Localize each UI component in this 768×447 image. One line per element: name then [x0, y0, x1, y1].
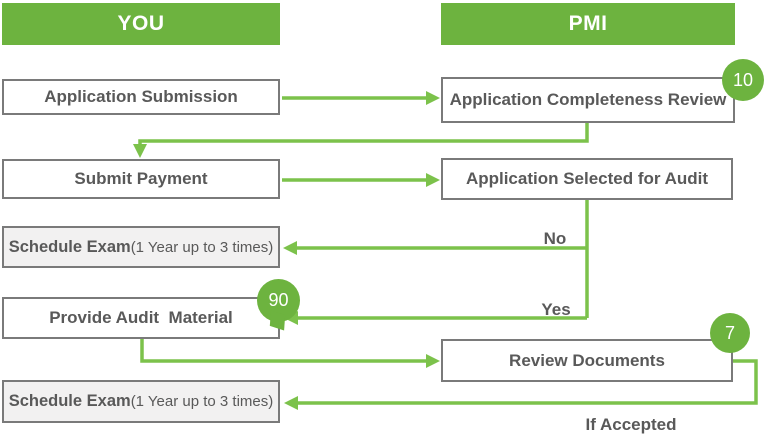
- arrowhead-into-completeness-review: [426, 91, 440, 105]
- arrowhead-into-review-documents: [426, 354, 440, 368]
- arrowhead-into-schedule-exam-first: [283, 241, 297, 255]
- edge-label-yes-text: Yes: [541, 299, 571, 319]
- box-review-documents: Review Documents: [441, 339, 733, 382]
- edge-label-yes: Yes: [532, 294, 580, 325]
- box-application-submission: Application Submission: [2, 79, 280, 115]
- connector-completeness-review-to-submit-payment: [138, 123, 589, 146]
- badge-completeness-review-days: 10: [722, 59, 764, 101]
- box-submit-payment: Submit Payment: [2, 159, 280, 199]
- edge-label-if-accepted-text: If Accepted: [585, 414, 677, 434]
- box-submit-payment-label: Submit Payment: [74, 169, 208, 188]
- badge-provide-audit-days: 90: [257, 279, 300, 322]
- badge-completeness-review-days-value: 10: [732, 69, 754, 90]
- box-schedule-exam-first: Schedule Exam(1 Year up to 3 times): [2, 226, 280, 268]
- arrowhead-into-selected-for-audit: [426, 173, 440, 187]
- arrowhead-into-schedule-exam-second: [284, 396, 298, 410]
- box-application-selected-for-audit: Application Selected for Audit: [441, 158, 733, 200]
- box-schedule-exam-second-note: (1 Year up to 3 times): [130, 393, 274, 410]
- badge-review-documents-days: 7: [710, 313, 750, 353]
- connector-provide-audit-to-review-documents: [140, 339, 427, 363]
- edge-label-no-text: No: [543, 229, 567, 248]
- box-provide-audit-material-label: Provide Audit Material: [49, 308, 233, 327]
- box-schedule-exam-first-note: (1 Year up to 3 times): [130, 238, 274, 256]
- box-provide-audit-material: Provide Audit Material: [2, 297, 280, 339]
- box-schedule-exam-second: Schedule Exam(1 Year up to 3 times): [2, 380, 280, 423]
- column-header-pmi: PMI: [441, 3, 735, 45]
- column-header-you-label: YOU: [117, 12, 165, 35]
- box-application-completeness-review: Application Completeness Review: [441, 77, 735, 123]
- box-application-selected-for-audit-label: Application Selected for Audit: [465, 169, 709, 188]
- box-review-documents-label: Review Documents: [509, 350, 665, 370]
- arrowhead-into-submit-payment: [133, 144, 147, 158]
- edge-label-no: No: [532, 224, 578, 254]
- edge-label-if-accepted: If Accepted: [575, 408, 687, 441]
- box-application-completeness-review-label: Application Completeness Review: [449, 90, 727, 109]
- column-header-you: YOU: [2, 3, 280, 45]
- badge-review-documents-days-value: 7: [724, 322, 735, 343]
- box-application-submission-label: Application Submission: [44, 87, 238, 106]
- box-schedule-exam-second-label: Schedule Exam: [8, 392, 131, 410]
- box-schedule-exam-first-label: Schedule Exam: [8, 237, 131, 256]
- column-header-pmi-label: PMI: [568, 12, 608, 35]
- badge-provide-audit-days-value: 90: [268, 290, 289, 310]
